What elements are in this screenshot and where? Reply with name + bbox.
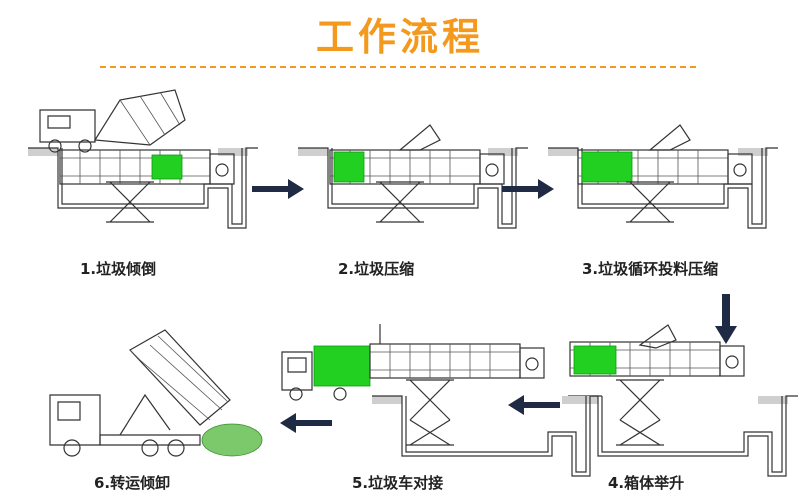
- step-1-illustration: [27, 89, 259, 229]
- compartment-green-1: [151, 154, 183, 180]
- step-4-illustration: [567, 324, 799, 477]
- page-title: 工作流程: [315, 15, 484, 59]
- arrow-right-icon: [252, 179, 304, 199]
- compartment-green-3: [581, 151, 633, 183]
- step-2-illustration: [297, 124, 529, 229]
- compartment-green-4: [573, 345, 617, 375]
- step-5-label: 5.垃圾车对接: [352, 474, 444, 492]
- dumped-garbage-pile: [201, 423, 263, 457]
- compartment-green-2: [333, 151, 365, 183]
- arrow-left-icon: [508, 395, 560, 415]
- step-1-label: 1.垃圾倾倒: [80, 260, 157, 278]
- arrow-left-icon: [280, 413, 332, 433]
- step-5-illustration: [281, 324, 603, 477]
- step-6-label: 6.转运倾卸: [94, 474, 171, 492]
- title-divider: [100, 66, 696, 68]
- truck-box-green: [313, 345, 371, 387]
- arrow-right-icon: [502, 179, 554, 199]
- step-2-label: 2.垃圾压缩: [338, 260, 415, 278]
- step-4-label: 4.箱体举升: [608, 474, 685, 492]
- step-6-illustration: [49, 329, 263, 457]
- step-3-illustration: [547, 124, 779, 229]
- step-3-label: 3.垃圾循环投料压缩: [582, 260, 719, 278]
- arrow-down-icon: [715, 294, 737, 344]
